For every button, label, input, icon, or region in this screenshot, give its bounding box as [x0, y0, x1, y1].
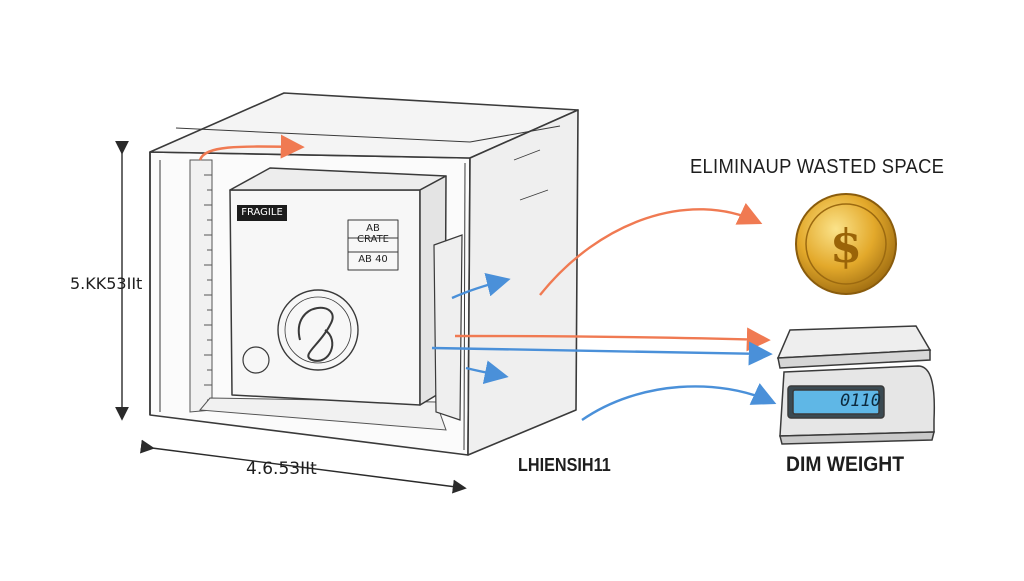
- package-label-tag: FRAGILE: [237, 205, 287, 221]
- side-panel: [433, 234, 463, 421]
- arrow-orange-scale: [454, 327, 771, 352]
- dim-weight-label: DIM WEIGHT: [786, 453, 905, 476]
- coin-icon: $: [795, 193, 897, 295]
- arrow-blue-4: [581, 383, 777, 421]
- scale-icon: [776, 325, 936, 445]
- package-icon: [229, 167, 447, 406]
- scale-display-value: 0110: [840, 391, 881, 411]
- svg-text:$: $: [830, 219, 862, 273]
- eliminate-wasted-space-label: ELIMINAUP WASTED SPACE: [690, 156, 945, 178]
- ruler-icon: [189, 159, 213, 413]
- width-arrow: [140, 439, 467, 494]
- package-label-line1: AB CRATE: [356, 223, 390, 245]
- height-dimension-label: 5.KK53IIt: [70, 274, 143, 293]
- arrow-blue-1: [451, 273, 511, 300]
- length-label: LHIENSIH11: [518, 455, 611, 475]
- arrow-orange-top: [198, 134, 305, 161]
- arrow-blue-2: [431, 341, 773, 366]
- arrow-blue-3: [465, 360, 509, 385]
- width-dimension-label: 4.6.53IIt: [246, 459, 317, 479]
- arrow-orange-coin: [539, 202, 763, 296]
- package-label-line2: AB 40: [358, 254, 388, 265]
